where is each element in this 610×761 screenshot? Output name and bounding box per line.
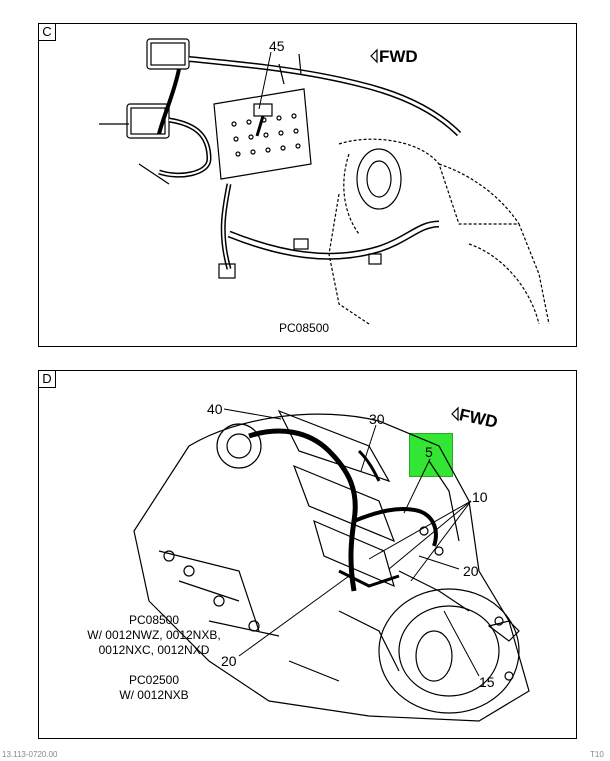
footer-page-ref: T10 — [590, 750, 604, 759]
callout-45: 45 — [269, 38, 285, 54]
panel-d-caption: PC08500 W/ 0012NWZ, 0012NXB, 0012NXC, 00… — [74, 613, 234, 703]
callout-30: 30 — [369, 411, 385, 427]
callout-20-left: 20 — [221, 653, 237, 669]
caption-line: W/ 0012NWZ, 0012NXB, — [87, 628, 221, 642]
panel-d-engine-illustration — [133, 406, 530, 722]
callout-5: 5 — [425, 444, 433, 460]
caption-line: PC08500 — [128, 613, 180, 627]
caption-line: W/ 0012NXB — [119, 688, 189, 702]
panel-d-letter: D — [39, 371, 56, 388]
panel-c-letter: C — [39, 24, 56, 41]
callout-40: 40 — [207, 401, 223, 417]
callout-15: 15 — [479, 674, 495, 690]
caption-line: 0012NXC, 0012NXD — [98, 643, 210, 657]
panel-c-engine-illustration — [99, 38, 550, 325]
callout-10: 10 — [472, 489, 488, 505]
caption-line — [74, 658, 234, 673]
footer-doc-number: 13.113-0720.00 — [2, 750, 58, 759]
caption-line: PC02500 — [128, 673, 180, 687]
callout-20-right: 20 — [463, 563, 479, 579]
component-5-highlight — [409, 433, 453, 477]
panel-d: D — [38, 370, 577, 739]
panel-c-caption: PC08500 — [279, 321, 330, 335]
panel-c-fwd-label: FWD — [379, 47, 418, 66]
panel-c: C — [38, 23, 577, 347]
